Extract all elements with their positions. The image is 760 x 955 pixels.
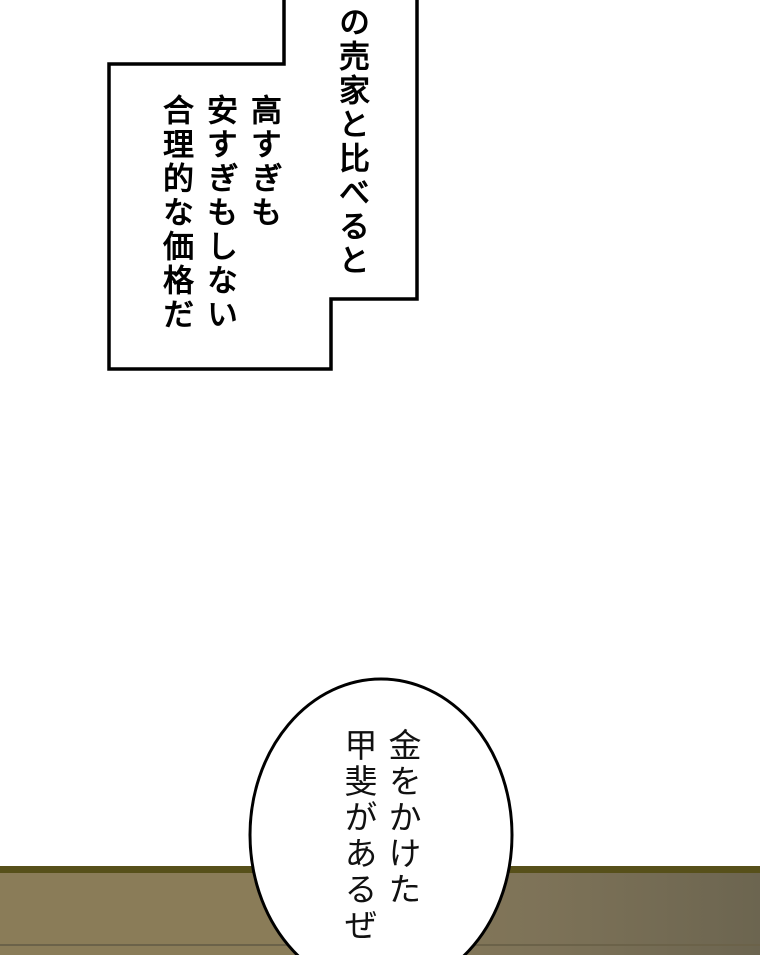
narration-line-3: 安すぎもしない xyxy=(201,94,237,332)
speech-line-1: 金をかけた xyxy=(383,728,422,908)
narration-line-4: 合理的な価格だ xyxy=(157,94,193,332)
speech-bubble-outline xyxy=(248,677,514,955)
narration-line-1: の売家と比べると xyxy=(333,6,369,278)
narration-line-2: 高すぎも xyxy=(245,94,281,230)
speech-line-2: 甲斐があるぜ xyxy=(339,728,378,944)
narration-box-outline xyxy=(107,0,419,371)
